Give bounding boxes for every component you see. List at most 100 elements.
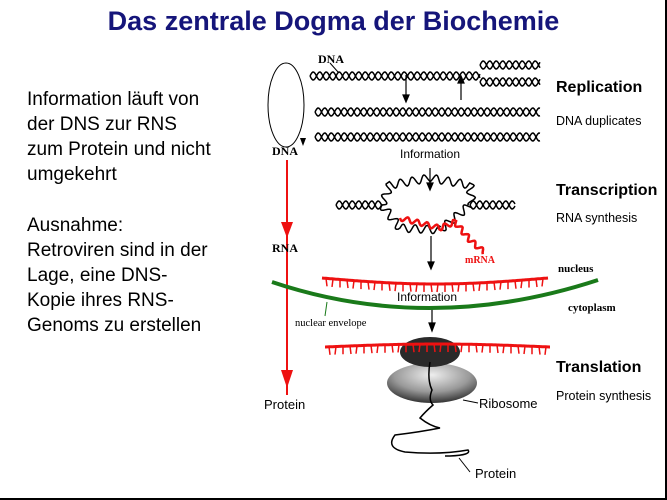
mrna-base bbox=[430, 283, 433, 293]
mrna-base bbox=[520, 280, 523, 289]
arrowhead-rna-protein bbox=[281, 370, 293, 388]
mrna-base bbox=[457, 283, 460, 292]
mrna-base bbox=[409, 283, 412, 292]
mrna-base bbox=[436, 283, 439, 293]
mrna-base bbox=[370, 345, 373, 354]
text-line: Information läuft von bbox=[27, 89, 200, 110]
mrna-base bbox=[331, 278, 334, 288]
dna-strand bbox=[335, 200, 383, 210]
mrna-base bbox=[388, 282, 391, 291]
protein-chain bbox=[390, 361, 470, 457]
label-rna: RNA bbox=[272, 241, 298, 255]
text-line: Genoms zu erstellen bbox=[27, 315, 202, 336]
mrna-base bbox=[499, 281, 502, 290]
envelope-pointer bbox=[324, 301, 328, 317]
mrna-base bbox=[373, 281, 376, 291]
dna-strand bbox=[479, 60, 541, 70]
mrna-base bbox=[472, 283, 475, 292]
mrna-base bbox=[325, 278, 328, 287]
label-mrna: mRNA bbox=[465, 255, 495, 266]
text-line: Lage, eine DNS- bbox=[27, 265, 168, 286]
mrna-base bbox=[493, 281, 496, 291]
mrna-base bbox=[418, 343, 421, 353]
mrna-base bbox=[433, 343, 436, 353]
body-paragraph-1: Information läuft von der DNS zur RNS zu… bbox=[27, 87, 211, 187]
text-line: Retroviren sind in der bbox=[27, 240, 208, 261]
mrna-base bbox=[523, 345, 526, 355]
dna-strand bbox=[314, 107, 541, 117]
label-nucleus: nucleus bbox=[558, 263, 594, 275]
mrna-base bbox=[439, 343, 442, 353]
stage-translation-subtitle: Protein synthesis bbox=[556, 389, 652, 403]
mrna-base bbox=[496, 344, 499, 354]
arrowhead-dna-rna bbox=[281, 222, 293, 238]
mrna-base bbox=[541, 278, 544, 287]
dna-pointer bbox=[329, 62, 339, 73]
mrna-backbone bbox=[321, 276, 549, 286]
text-line: umgekehrt bbox=[27, 164, 117, 185]
text-line: der DNS zur RNS bbox=[27, 114, 177, 135]
label-information-1: Information bbox=[400, 147, 461, 161]
mrna-base bbox=[514, 280, 517, 289]
dna-strand bbox=[469, 200, 516, 210]
dna-strand bbox=[314, 132, 541, 142]
text-line: Kopie ihres RNS- bbox=[27, 290, 174, 311]
label-cytoplasm: cytoplasm bbox=[568, 302, 616, 314]
mrna-base bbox=[502, 345, 505, 354]
mrna-base bbox=[376, 344, 379, 354]
replication-loop-arrow bbox=[267, 62, 305, 148]
dna-strand bbox=[479, 77, 541, 87]
ribosome-large-subunit bbox=[387, 363, 477, 403]
ribosome-pointer bbox=[462, 399, 479, 404]
dna-strand bbox=[309, 71, 481, 81]
dna-strand bbox=[479, 77, 541, 87]
label-protein-chain: Protein bbox=[475, 466, 517, 481]
body-paragraph-2: Ausnahme: Retroviren sind in der Lage, e… bbox=[27, 213, 208, 338]
label-dna-top: DNA bbox=[318, 52, 344, 66]
label-dna: DNA bbox=[272, 144, 298, 158]
stage-transcription-subtitle: RNA synthesis bbox=[556, 211, 638, 225]
mrna-base bbox=[535, 278, 538, 288]
mrna-strands bbox=[321, 276, 550, 355]
mrna-base bbox=[355, 345, 358, 354]
dna-strand bbox=[335, 200, 383, 210]
dna-bubble-top bbox=[380, 174, 477, 206]
mrna-base bbox=[454, 343, 457, 353]
dna-strand bbox=[469, 200, 516, 210]
mrna-base bbox=[391, 344, 394, 353]
protein-pointer bbox=[458, 457, 471, 473]
slide-title: Das zentrale Dogma der Biochemie bbox=[107, 6, 560, 36]
loop-arrowhead bbox=[300, 138, 306, 146]
label-ribosome: Ribosome bbox=[479, 396, 538, 411]
mrna-base bbox=[475, 344, 478, 353]
mrna-backbone bbox=[325, 342, 550, 349]
text-line: Ausnahme: bbox=[27, 215, 124, 236]
mrna-base bbox=[460, 344, 463, 353]
dna-strand bbox=[479, 60, 541, 70]
mrna-base bbox=[451, 283, 454, 292]
mrna-base bbox=[328, 346, 331, 355]
dna-strand bbox=[314, 107, 541, 117]
mrna-base bbox=[415, 283, 418, 292]
information-arrows bbox=[402, 74, 465, 333]
label-protein-left: Protein bbox=[264, 397, 306, 412]
mrna-base bbox=[397, 344, 400, 353]
stage-replication-title: Replication bbox=[556, 79, 643, 96]
mrna-base bbox=[517, 345, 520, 354]
mrna-base bbox=[349, 345, 352, 355]
mrna-base bbox=[544, 346, 547, 355]
dna-bubble-bottom bbox=[379, 204, 473, 235]
mrna-base bbox=[334, 346, 337, 355]
stage-transcription-title: Transcription bbox=[556, 182, 658, 199]
text-line: zum Protein und nicht bbox=[27, 139, 211, 160]
dna-helices bbox=[309, 60, 541, 255]
label-information-2: Information bbox=[397, 290, 458, 304]
mrna-base bbox=[478, 282, 481, 291]
mrna-transcript bbox=[398, 216, 485, 255]
mrna-base bbox=[481, 344, 484, 353]
mrna-base bbox=[352, 280, 355, 289]
stage-replication-subtitle: DNA duplicates bbox=[556, 114, 642, 128]
dna-strand bbox=[314, 132, 541, 142]
